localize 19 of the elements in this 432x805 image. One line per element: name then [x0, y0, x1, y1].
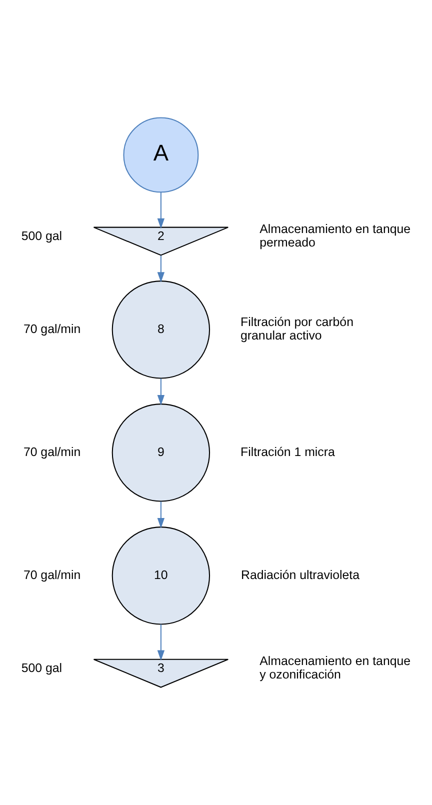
node-circle: 8	[111, 280, 210, 379]
node-label: Filtración 1 micra	[240, 444, 334, 459]
arrow	[156, 256, 164, 282]
node-label: 70 gal/min	[22, 568, 80, 582]
node-circle: 10	[111, 526, 210, 625]
arrow	[156, 378, 164, 406]
node-circle: A	[122, 117, 198, 193]
node-label: Almacenamiento en tanque permeado	[259, 222, 410, 250]
node-circle: 9	[111, 404, 210, 502]
node-label: Radiación ultravioleta	[240, 568, 360, 582]
node-label: 70 gal/min	[22, 444, 80, 459]
node-label: 70 gal/min	[22, 322, 80, 336]
arrow	[156, 624, 164, 661]
node-label: Almacenamiento en tanque y ozonificación	[259, 654, 410, 682]
node-label: 500 gal	[20, 660, 62, 675]
node-label: 500 gal	[20, 228, 62, 243]
arrow	[156, 192, 164, 229]
node-label: Filtración por carbón granular activo	[240, 315, 353, 343]
arrow	[156, 501, 164, 528]
